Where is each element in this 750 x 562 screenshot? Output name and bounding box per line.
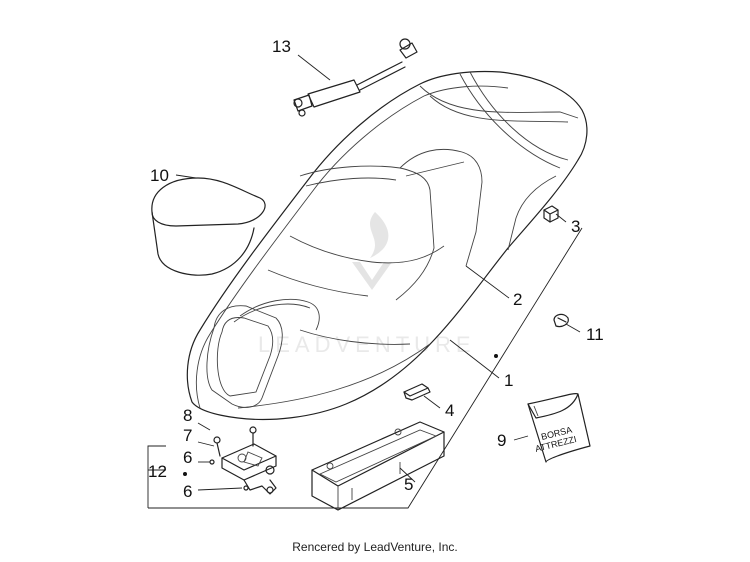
- callout-13: 13: [272, 37, 291, 56]
- callout-2: 2: [513, 290, 522, 309]
- callouts: 13 10 3 2 11 1 4 9 5 8 7 6 12 6: [148, 37, 604, 501]
- part-3-rubber-buffer: [543, 205, 559, 223]
- part-5-tray: [311, 421, 445, 511]
- part-13-gas-strut: [293, 38, 418, 117]
- callout-3: 3: [571, 217, 580, 236]
- callout-6-upper: 6: [183, 448, 192, 467]
- callout-11: 11: [586, 325, 604, 344]
- reference-dot: [183, 472, 187, 476]
- reference-dot: [494, 354, 498, 358]
- leadventure-watermark: LEADVENTURE: [258, 212, 476, 357]
- part-4-rubber-pad: [403, 383, 431, 401]
- part-12-lock-assembly: [209, 426, 277, 495]
- part-11-screw: [553, 313, 569, 328]
- callout-9: 9: [497, 431, 506, 450]
- callout-5: 5: [404, 475, 413, 494]
- watermark-text: LEADVENTURE: [258, 332, 476, 357]
- callout-8: 8: [183, 406, 192, 425]
- callout-12: 12: [148, 462, 167, 481]
- callout-1: 1: [504, 371, 513, 390]
- callout-4: 4: [445, 401, 454, 420]
- watermark-flame-logo: [370, 212, 389, 258]
- part-9-tool-bag: BORSA ATTREZZI: [527, 393, 591, 463]
- footer-credit: Rencered by LeadVenture, Inc.: [292, 540, 458, 554]
- part-10-cover: [151, 177, 266, 276]
- callout-6-lower: 6: [183, 482, 192, 501]
- callout-10: 10: [150, 166, 169, 185]
- callout-7: 7: [183, 426, 192, 445]
- part-1-seat: [186, 70, 588, 421]
- leader-lines: [147, 54, 583, 509]
